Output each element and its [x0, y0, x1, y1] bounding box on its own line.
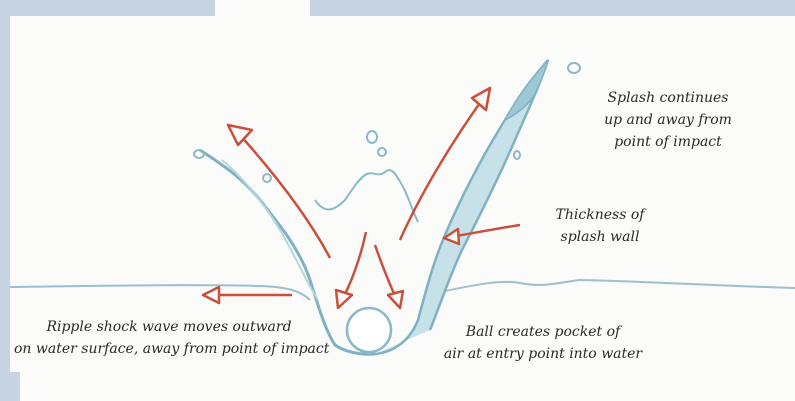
- label-thickness: Thickness of splash wall: [545, 204, 655, 248]
- ball: [347, 308, 391, 352]
- label-splash-continues: Splash continues up and away from point …: [598, 87, 738, 153]
- label-line: Thickness of: [545, 204, 655, 226]
- label-line: Splash continues: [598, 87, 738, 109]
- label-line: point of impact: [598, 131, 738, 153]
- label-ball-pocket: Ball creates pocket of air at entry poin…: [438, 321, 648, 365]
- label-line: up and away from: [598, 109, 738, 131]
- label-line: air at entry point into water: [438, 343, 648, 365]
- label-line: splash wall: [545, 226, 655, 248]
- label-line: Ripple shock wave moves outward: [14, 316, 324, 338]
- label-ripple: Ripple shock wave moves outward on water…: [14, 316, 324, 360]
- label-line: on water surface, away from point of imp…: [14, 338, 324, 360]
- label-line: Ball creates pocket of: [438, 321, 648, 343]
